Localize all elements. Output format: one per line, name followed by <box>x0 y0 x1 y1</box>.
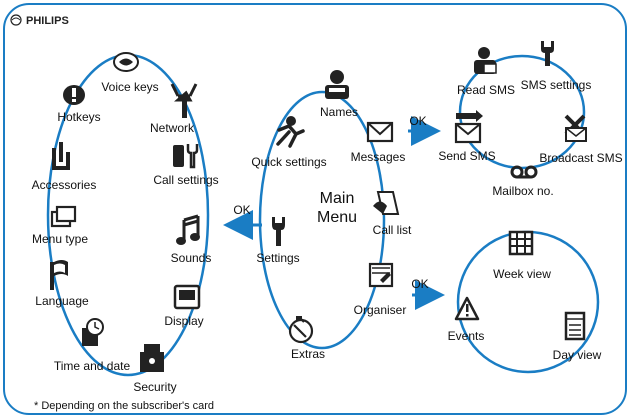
main-menu-title-line2: Menu <box>317 209 357 226</box>
main-item-messages[interactable]: Messages <box>351 121 406 164</box>
messages-ok-label: OK <box>409 114 426 128</box>
sounds-icon <box>176 214 200 245</box>
events-label: Events <box>448 329 485 343</box>
settings-item-call-settings[interactable]: Call settings <box>153 144 219 187</box>
security-icon <box>140 344 164 372</box>
main-menu-title-line1: Main <box>320 190 355 207</box>
main-item-names[interactable]: Names <box>320 70 358 119</box>
display-icon <box>173 284 201 310</box>
settings-item-display[interactable]: Display <box>164 284 204 328</box>
mailbox-icon <box>510 165 538 179</box>
settings-item-voice-keys[interactable]: Voice keys <box>101 52 159 94</box>
network-label: Network <box>150 121 195 135</box>
settings-item-language[interactable]: Language <box>35 260 89 308</box>
messages-item-sms-settings[interactable]: SMS settings <box>521 41 592 92</box>
read-sms-icon <box>474 47 497 74</box>
organiser-item-week-view[interactable]: Week view <box>493 230 551 281</box>
extras-label: Extras <box>291 347 325 361</box>
main-item-quick-settings[interactable]: Quick settings <box>251 116 327 169</box>
quick-settings-icon <box>276 116 305 148</box>
menu-type-label: Menu type <box>32 232 88 246</box>
send-sms-icon <box>454 110 483 144</box>
philips-logo: PHILIPS <box>10 14 69 27</box>
sms-settings-label: SMS settings <box>521 78 592 92</box>
settings-item-time-date[interactable]: Time and date <box>54 318 131 373</box>
settings-ok-arrow[interactable]: OK <box>223 203 262 240</box>
menu-type-icon <box>50 205 77 228</box>
messages-label: Messages <box>351 150 406 164</box>
extras-icon <box>288 316 314 344</box>
time-date-label: Time and date <box>54 359 131 373</box>
week-view-label: Week view <box>493 267 551 281</box>
settings-item-security[interactable]: Security <box>133 344 177 394</box>
messages-icon <box>366 121 394 143</box>
philips-shield-icon <box>10 14 22 26</box>
display-label: Display <box>164 314 203 328</box>
call-list-label: Call list <box>373 223 412 237</box>
messages-item-send-sms[interactable]: Send SMS <box>438 110 496 163</box>
settings-ok-label: OK <box>233 203 250 217</box>
organiser-ok-arrow[interactable]: OK <box>411 277 445 310</box>
settings-label: Settings <box>256 251 299 265</box>
footnote: * Depending on the subscriber's card <box>34 400 214 412</box>
settings-item-menu-type[interactable]: Menu type <box>32 205 88 246</box>
settings-item-sounds[interactable]: Sounds <box>171 214 212 265</box>
sms-settings-icon <box>541 41 554 66</box>
diagram-frame <box>3 3 627 415</box>
call-settings-label: Call settings <box>153 173 218 187</box>
messages-ok-arrow[interactable]: OK <box>408 114 441 146</box>
day-view-icon <box>564 311 586 341</box>
week-view-icon <box>508 230 534 256</box>
network-icon <box>170 83 198 118</box>
language-icon <box>50 260 68 290</box>
main-menu-ring <box>258 90 386 350</box>
language-label: Language <box>35 294 89 308</box>
settings-item-network[interactable]: Network <box>150 83 198 135</box>
names-label: Names <box>320 105 358 119</box>
call-settings-icon <box>173 144 199 169</box>
settings-item-accessories[interactable]: Accessories <box>32 142 97 192</box>
main-item-call-list[interactable]: Call list <box>373 191 412 237</box>
mailbox-label: Mailbox no. <box>492 184 553 198</box>
time-date-icon <box>82 318 104 346</box>
accessories-label: Accessories <box>32 178 97 192</box>
brand-name: PHILIPS <box>26 15 69 27</box>
events-icon <box>454 296 480 321</box>
voice-keys-icon <box>113 52 139 72</box>
names-icon <box>325 70 349 99</box>
day-view-label: Day view <box>553 348 602 362</box>
organiser-ok-label: OK <box>411 277 428 291</box>
hotkeys-label: Hotkeys <box>57 110 100 124</box>
messages-item-broadcast-sms[interactable]: Broadcast SMS <box>539 114 623 165</box>
organiser-label: Organiser <box>354 303 407 317</box>
main-item-organiser[interactable]: Organiser <box>354 262 407 317</box>
main-item-extras[interactable]: Extras <box>288 316 325 361</box>
sounds-label: Sounds <box>171 251 212 265</box>
settings-item-hotkeys[interactable]: Hotkeys <box>57 85 101 124</box>
messages-item-mailbox[interactable]: Mailbox no. <box>492 165 554 198</box>
hotkeys-icon <box>63 85 85 105</box>
call-list-icon <box>373 191 400 215</box>
quick-settings-label: Quick settings <box>251 155 326 169</box>
organiser-icon <box>368 262 394 288</box>
messages-item-read-sms[interactable]: Read SMS <box>457 47 515 97</box>
organiser-item-events[interactable]: Events <box>448 296 485 343</box>
settings-icon <box>272 217 285 246</box>
send-sms-label: Send SMS <box>438 149 495 163</box>
read-sms-label: Read SMS <box>457 83 515 97</box>
organiser-item-day-view[interactable]: Day view <box>553 311 602 362</box>
broadcast-sms-label: Broadcast SMS <box>539 151 622 165</box>
broadcast-sms-icon <box>564 114 587 142</box>
security-label: Security <box>133 380 176 394</box>
main-item-settings[interactable]: Settings <box>256 217 300 265</box>
accessories-icon <box>52 142 70 170</box>
voice-keys-label: Voice keys <box>101 80 158 94</box>
